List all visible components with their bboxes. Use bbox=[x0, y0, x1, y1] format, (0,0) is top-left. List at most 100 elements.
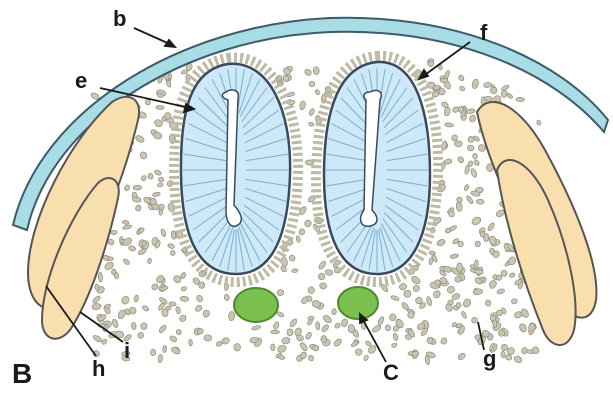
mesenchyme-cell bbox=[147, 258, 152, 264]
mesenchyme-cell bbox=[451, 293, 461, 301]
mesenchyme-cell bbox=[450, 253, 460, 259]
mesenchyme-cell bbox=[137, 332, 144, 339]
mesenchyme-cell bbox=[135, 204, 142, 212]
mesenchyme-cell bbox=[457, 352, 466, 361]
mesenchyme-cell bbox=[131, 322, 136, 330]
mesenchyme-cell bbox=[509, 272, 516, 278]
mesenchyme-cell bbox=[536, 120, 541, 126]
mesenchyme-cell bbox=[318, 273, 325, 280]
mesenchyme-cell bbox=[501, 270, 507, 277]
mesenchyme-cell bbox=[158, 177, 164, 182]
mesenchyme-cell bbox=[443, 107, 451, 117]
mesenchyme-cell bbox=[469, 115, 476, 123]
mesenchyme-cell bbox=[170, 250, 176, 256]
mesenchyme-cell bbox=[123, 184, 130, 192]
mesenchyme-cell bbox=[94, 284, 99, 291]
mesenchyme-cell bbox=[195, 294, 203, 303]
mesenchyme-cell bbox=[277, 344, 288, 353]
mesenchyme-cell bbox=[175, 329, 182, 336]
mesenchyme-cell bbox=[513, 355, 523, 364]
left-nerve-cord bbox=[234, 288, 278, 322]
mesenchyme-cell bbox=[399, 283, 408, 291]
mesenchyme-cell bbox=[483, 82, 491, 88]
mesenchyme-cell bbox=[154, 169, 162, 176]
mesenchyme-cell bbox=[496, 288, 505, 295]
mesenchyme-cell bbox=[377, 316, 385, 326]
mesenchyme-cell bbox=[295, 235, 300, 243]
mesenchyme-cell bbox=[178, 314, 187, 323]
mesenchyme-cell bbox=[436, 238, 446, 247]
mesenchyme-cell bbox=[140, 322, 148, 330]
mesenchyme-cell bbox=[304, 68, 313, 77]
mesenchyme-cell bbox=[389, 314, 396, 322]
mesenchyme-cell bbox=[271, 344, 275, 351]
mesenchyme-cell bbox=[471, 79, 479, 90]
mesenchyme-cell bbox=[444, 70, 451, 80]
mesenchyme-cell bbox=[363, 355, 369, 362]
mesenchyme-cell bbox=[307, 354, 314, 361]
mesenchyme-cell bbox=[251, 325, 261, 331]
mesenchyme-cell bbox=[321, 324, 330, 333]
mesenchyme-cell bbox=[92, 334, 103, 343]
mesenchyme-cell bbox=[175, 306, 181, 314]
mesenchyme-cell bbox=[354, 348, 363, 357]
mesenchyme-cell bbox=[456, 202, 463, 212]
mesenchyme-cell bbox=[292, 269, 299, 273]
mesenchyme-cell bbox=[180, 296, 189, 302]
mesenchyme-cell bbox=[164, 112, 171, 119]
mesenchyme-cell bbox=[111, 269, 116, 275]
mesenchyme-cell bbox=[165, 306, 171, 310]
mesenchyme-cell bbox=[511, 298, 518, 304]
mesenchyme-cell bbox=[458, 74, 465, 82]
mesenchyme-cell bbox=[459, 106, 464, 112]
mesenchyme-cell bbox=[325, 269, 334, 276]
mesenchyme-cell bbox=[320, 335, 327, 343]
mesenchyme-cell bbox=[138, 227, 145, 234]
mesenchyme-cell bbox=[194, 304, 203, 313]
leader-b-arrow bbox=[165, 40, 175, 47]
mesenchyme-cells bbox=[90, 57, 542, 365]
mesenchyme-cell bbox=[428, 257, 433, 265]
mesenchyme-cell bbox=[139, 151, 148, 160]
mesenchyme-cell bbox=[318, 260, 327, 270]
mesenchyme-cell bbox=[393, 333, 399, 341]
mesenchyme-cell bbox=[160, 228, 166, 237]
mesenchyme-cell bbox=[128, 245, 136, 252]
mesenchyme-cell bbox=[426, 296, 433, 306]
mesenchyme-cell bbox=[309, 81, 316, 87]
right-epithelium bbox=[316, 56, 438, 282]
mesenchyme-cell bbox=[494, 95, 501, 101]
mesenchyme-cell bbox=[111, 318, 119, 328]
mesenchyme-cell bbox=[488, 279, 498, 289]
mesenchyme-cell bbox=[316, 322, 321, 330]
mesenchyme-cell bbox=[490, 87, 497, 94]
mesenchyme-cell bbox=[485, 300, 491, 307]
mesenchyme-cell bbox=[123, 258, 131, 266]
mesenchyme-cell bbox=[204, 334, 212, 341]
mesenchyme-cell bbox=[475, 241, 481, 247]
label-h: h bbox=[92, 358, 105, 380]
mesenchyme-cell bbox=[298, 228, 305, 235]
mesenchyme-cell bbox=[464, 165, 470, 175]
mesenchyme-cell bbox=[501, 89, 508, 97]
mesenchyme-cell bbox=[141, 175, 148, 182]
mesenchyme-cell bbox=[333, 338, 343, 348]
mesenchyme-cell bbox=[98, 272, 103, 282]
mesenchyme-cell bbox=[371, 324, 382, 333]
mesenchyme-cell bbox=[158, 354, 163, 363]
mesenchyme-cell bbox=[132, 196, 142, 202]
mesenchyme-cell bbox=[496, 275, 502, 281]
mesenchyme-cell bbox=[167, 243, 175, 249]
mesenchyme-cell bbox=[444, 158, 453, 165]
mesenchyme-cell bbox=[322, 314, 333, 324]
mesenchyme-cell bbox=[153, 132, 163, 140]
mesenchyme-cell bbox=[308, 122, 314, 127]
mesenchyme-cell bbox=[476, 199, 484, 204]
mesenchyme-cell bbox=[273, 321, 280, 330]
mesenchyme-cell bbox=[391, 342, 398, 348]
label-f: f bbox=[480, 22, 487, 44]
mesenchyme-cell bbox=[169, 302, 177, 307]
mesenchyme-cell bbox=[464, 184, 470, 191]
mesenchyme-cell bbox=[415, 297, 423, 304]
